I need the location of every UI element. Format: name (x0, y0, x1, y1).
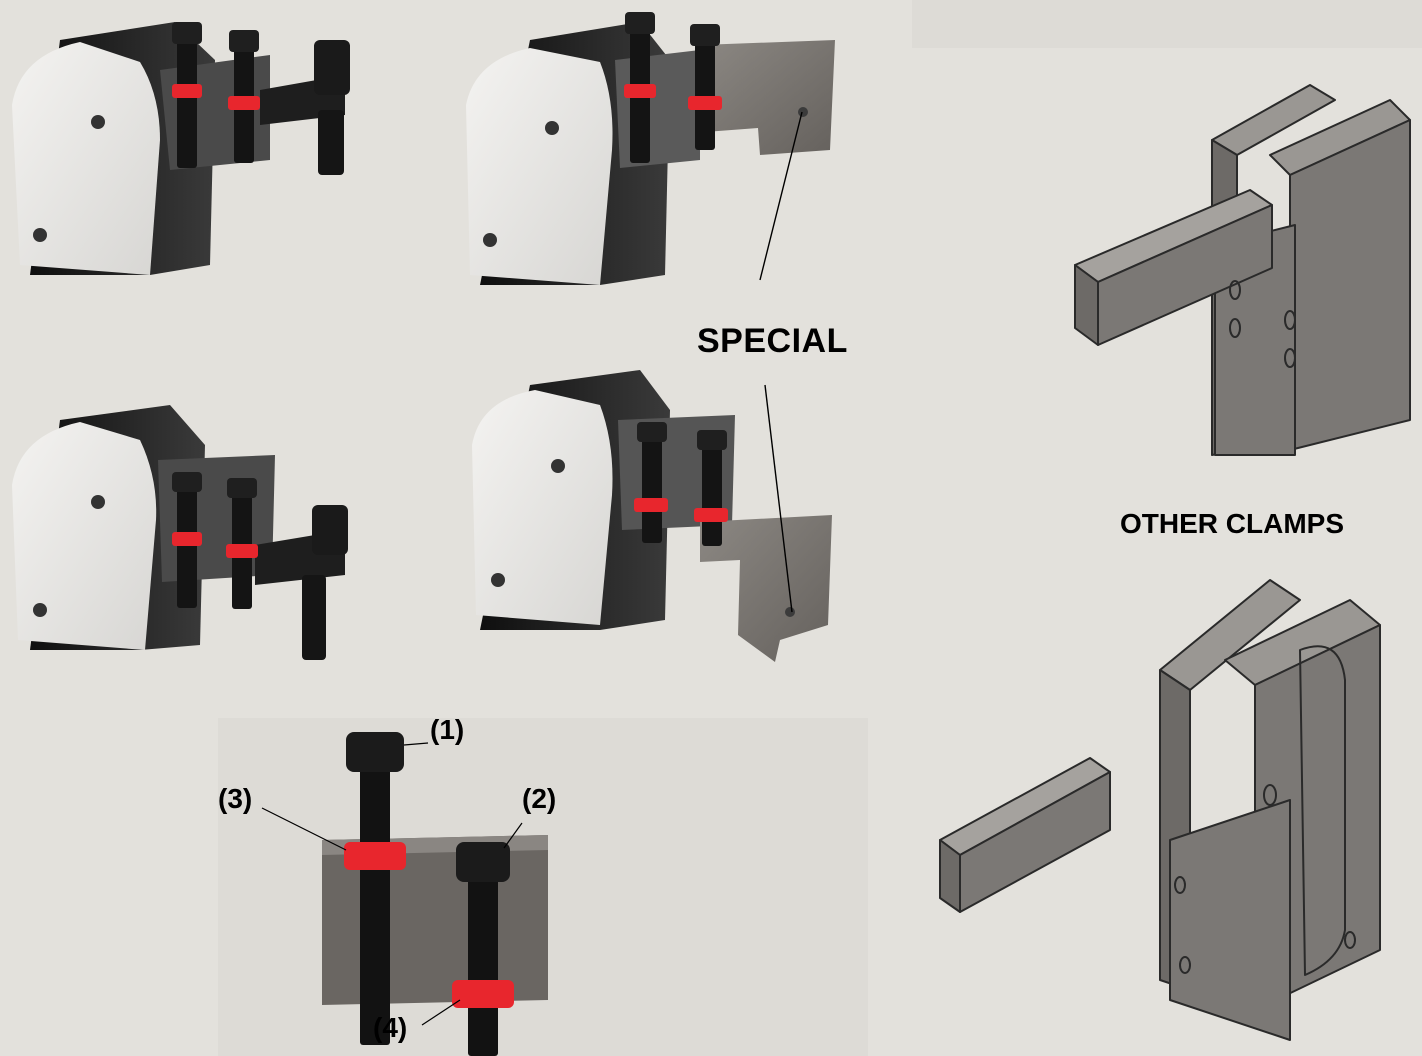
clamp-photo-top-middle (466, 12, 835, 285)
callout-3: (3) (218, 783, 253, 814)
top-right-panel (912, 0, 1422, 48)
screw-detail-photo (322, 732, 548, 1056)
other-clamp-sketch-top (1074, 84, 1411, 456)
special-leader-bottom (764, 384, 793, 613)
label-other-clamps: OTHER CLAMPS (1120, 508, 1344, 539)
special-leader-top (759, 111, 803, 281)
other-clamp-sketch-bottom (939, 579, 1381, 1041)
callout-4-leader (421, 999, 461, 1026)
callout-2-leader (503, 822, 523, 849)
callout-1: (1) (430, 714, 465, 745)
clamp-photo-middle-left (12, 405, 348, 660)
callout-4: (4) (373, 1012, 408, 1043)
clamp-photo-middle (472, 370, 832, 662)
callout-2: (2) (522, 783, 557, 814)
label-special: SPECIAL (697, 322, 848, 360)
callout-3-leader (261, 807, 347, 851)
callout-1-leader (403, 742, 429, 746)
clamp-photo-top-left (12, 22, 350, 275)
